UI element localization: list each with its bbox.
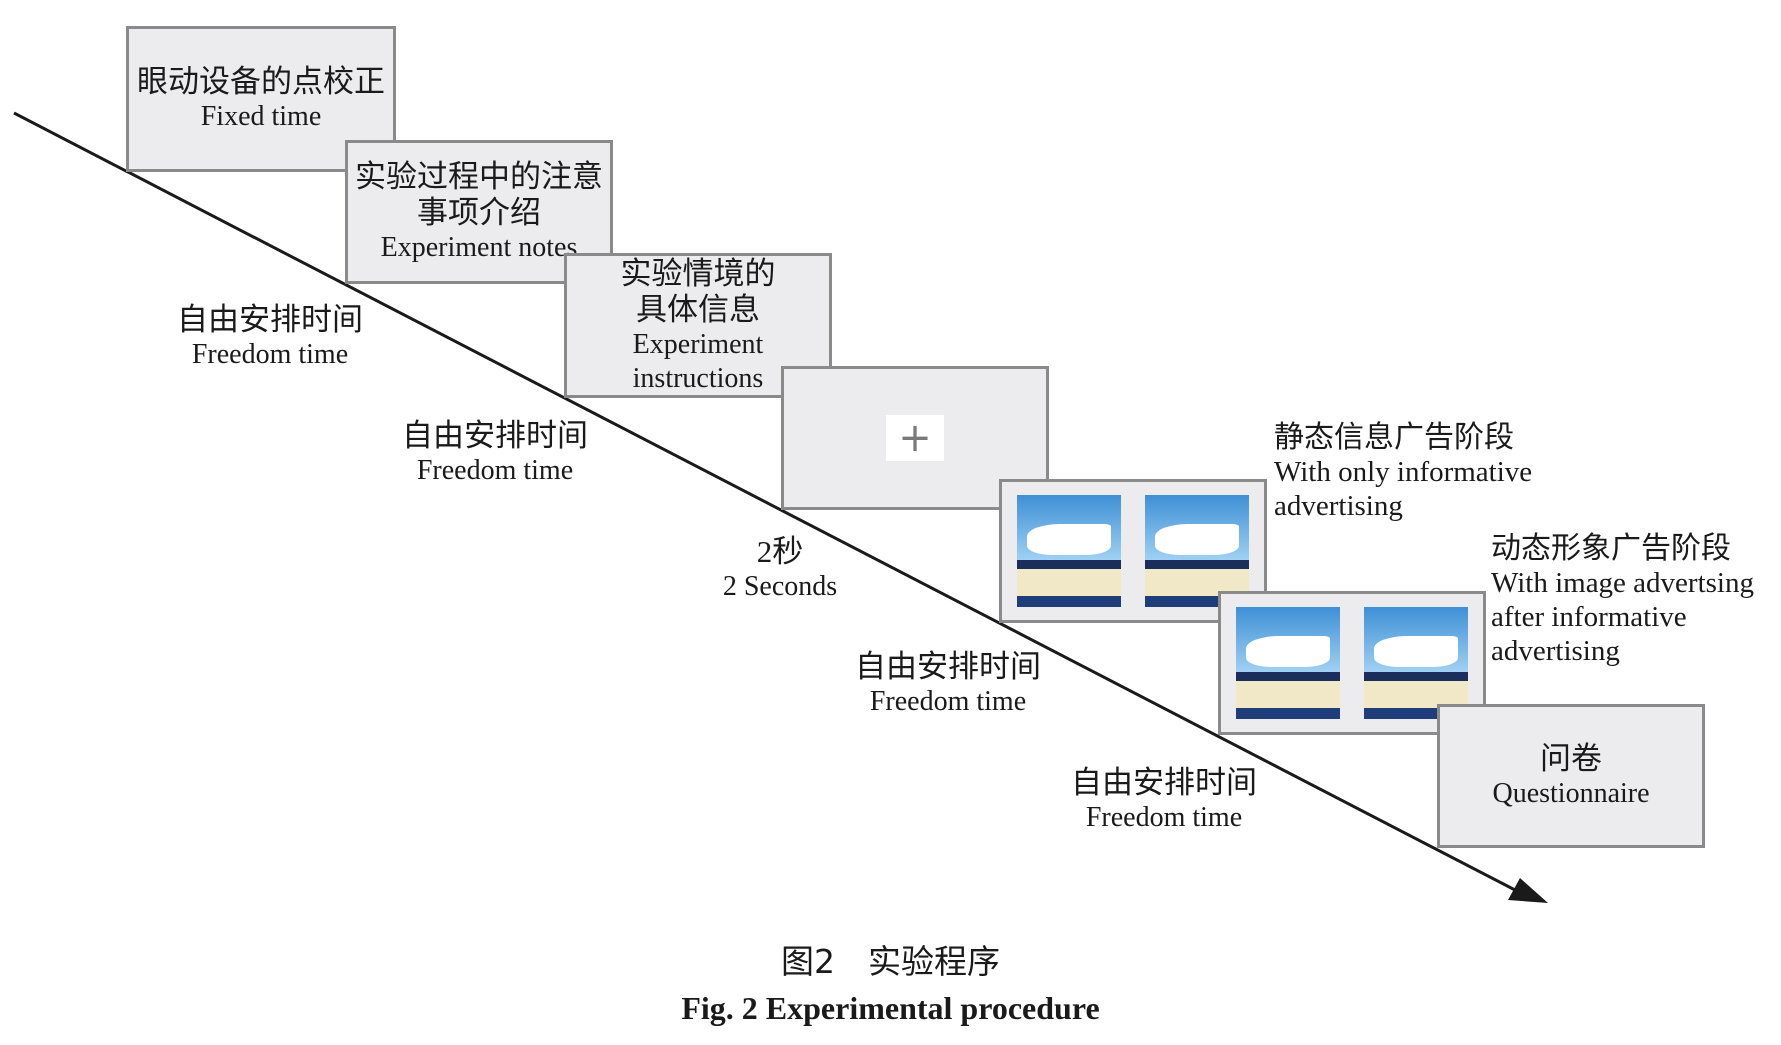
interval-en: 2 Seconds <box>722 571 838 602</box>
interval-label: 自由安排时间 Freedom time <box>838 649 1058 719</box>
cruise-ad-image <box>1145 495 1249 607</box>
interval-en: Freedom time <box>1085 802 1243 833</box>
interval-zh: 2秒 <box>756 534 804 569</box>
interval-zh: 自由安排时间 <box>177 302 363 337</box>
static-stage-label: 静态信息广告阶段 With only informative advertisi… <box>1274 421 1574 523</box>
questionnaire-zh-label: 问卷 <box>1540 741 1602 776</box>
interval-label: 自由安排时间 Freedom time <box>1054 765 1274 835</box>
instructions-en-label: Experiment instructions <box>632 328 764 394</box>
cruise-ad-image <box>1017 495 1121 607</box>
figure-caption-en: Fig. 2 Experimental procedure <box>681 990 1100 1026</box>
notes-screen: 实验过程中的注意 事项介绍 Experiment notes <box>345 140 613 284</box>
notes-zh-label: 实验过程中的注意 事项介绍 <box>355 159 603 230</box>
calibration-en-label: Fixed time <box>200 101 322 132</box>
interval-en: Freedom time <box>869 686 1027 717</box>
dynamic-ad-screen <box>1218 591 1486 735</box>
notes-en-label: Experiment notes <box>380 232 578 263</box>
figure-caption-zh: 图2 实验程序 <box>781 942 1000 981</box>
static-ad-screen <box>999 479 1267 623</box>
static-stage-zh: 静态信息广告阶段 <box>1274 421 1514 454</box>
cruise-ad-image <box>1236 607 1340 719</box>
fixation-cross-icon: + <box>886 415 944 461</box>
dynamic-stage-zh: 动态形象广告阶段 <box>1491 532 1731 565</box>
interval-zh: 自由安排时间 <box>402 418 588 453</box>
interval-label: 自由安排时间 Freedom time <box>160 302 380 372</box>
interval-en: Freedom time <box>191 339 349 370</box>
calibration-zh-label: 眼动设备的点校正 <box>137 64 385 99</box>
static-stage-en: With only informative advertising <box>1274 456 1533 522</box>
interval-zh: 自由安排时间 <box>855 649 1041 684</box>
dynamic-stage-label: 动态形象广告阶段 With image advertsing after inf… <box>1491 532 1781 668</box>
questionnaire-en-label: Questionnaire <box>1492 778 1650 809</box>
interval-label: 自由安排时间 Freedom time <box>385 418 605 488</box>
interval-label: 2秒 2 Seconds <box>700 534 860 604</box>
instructions-zh-label: 实验情境的 具体信息 <box>620 255 776 327</box>
cruise-ad-image <box>1364 607 1468 719</box>
questionnaire-screen: 问卷 Questionnaire <box>1437 704 1705 848</box>
interval-zh: 自由安排时间 <box>1071 765 1257 800</box>
interval-en: Freedom time <box>416 455 574 486</box>
dynamic-stage-en: With image advertsing after informative … <box>1491 567 1754 667</box>
